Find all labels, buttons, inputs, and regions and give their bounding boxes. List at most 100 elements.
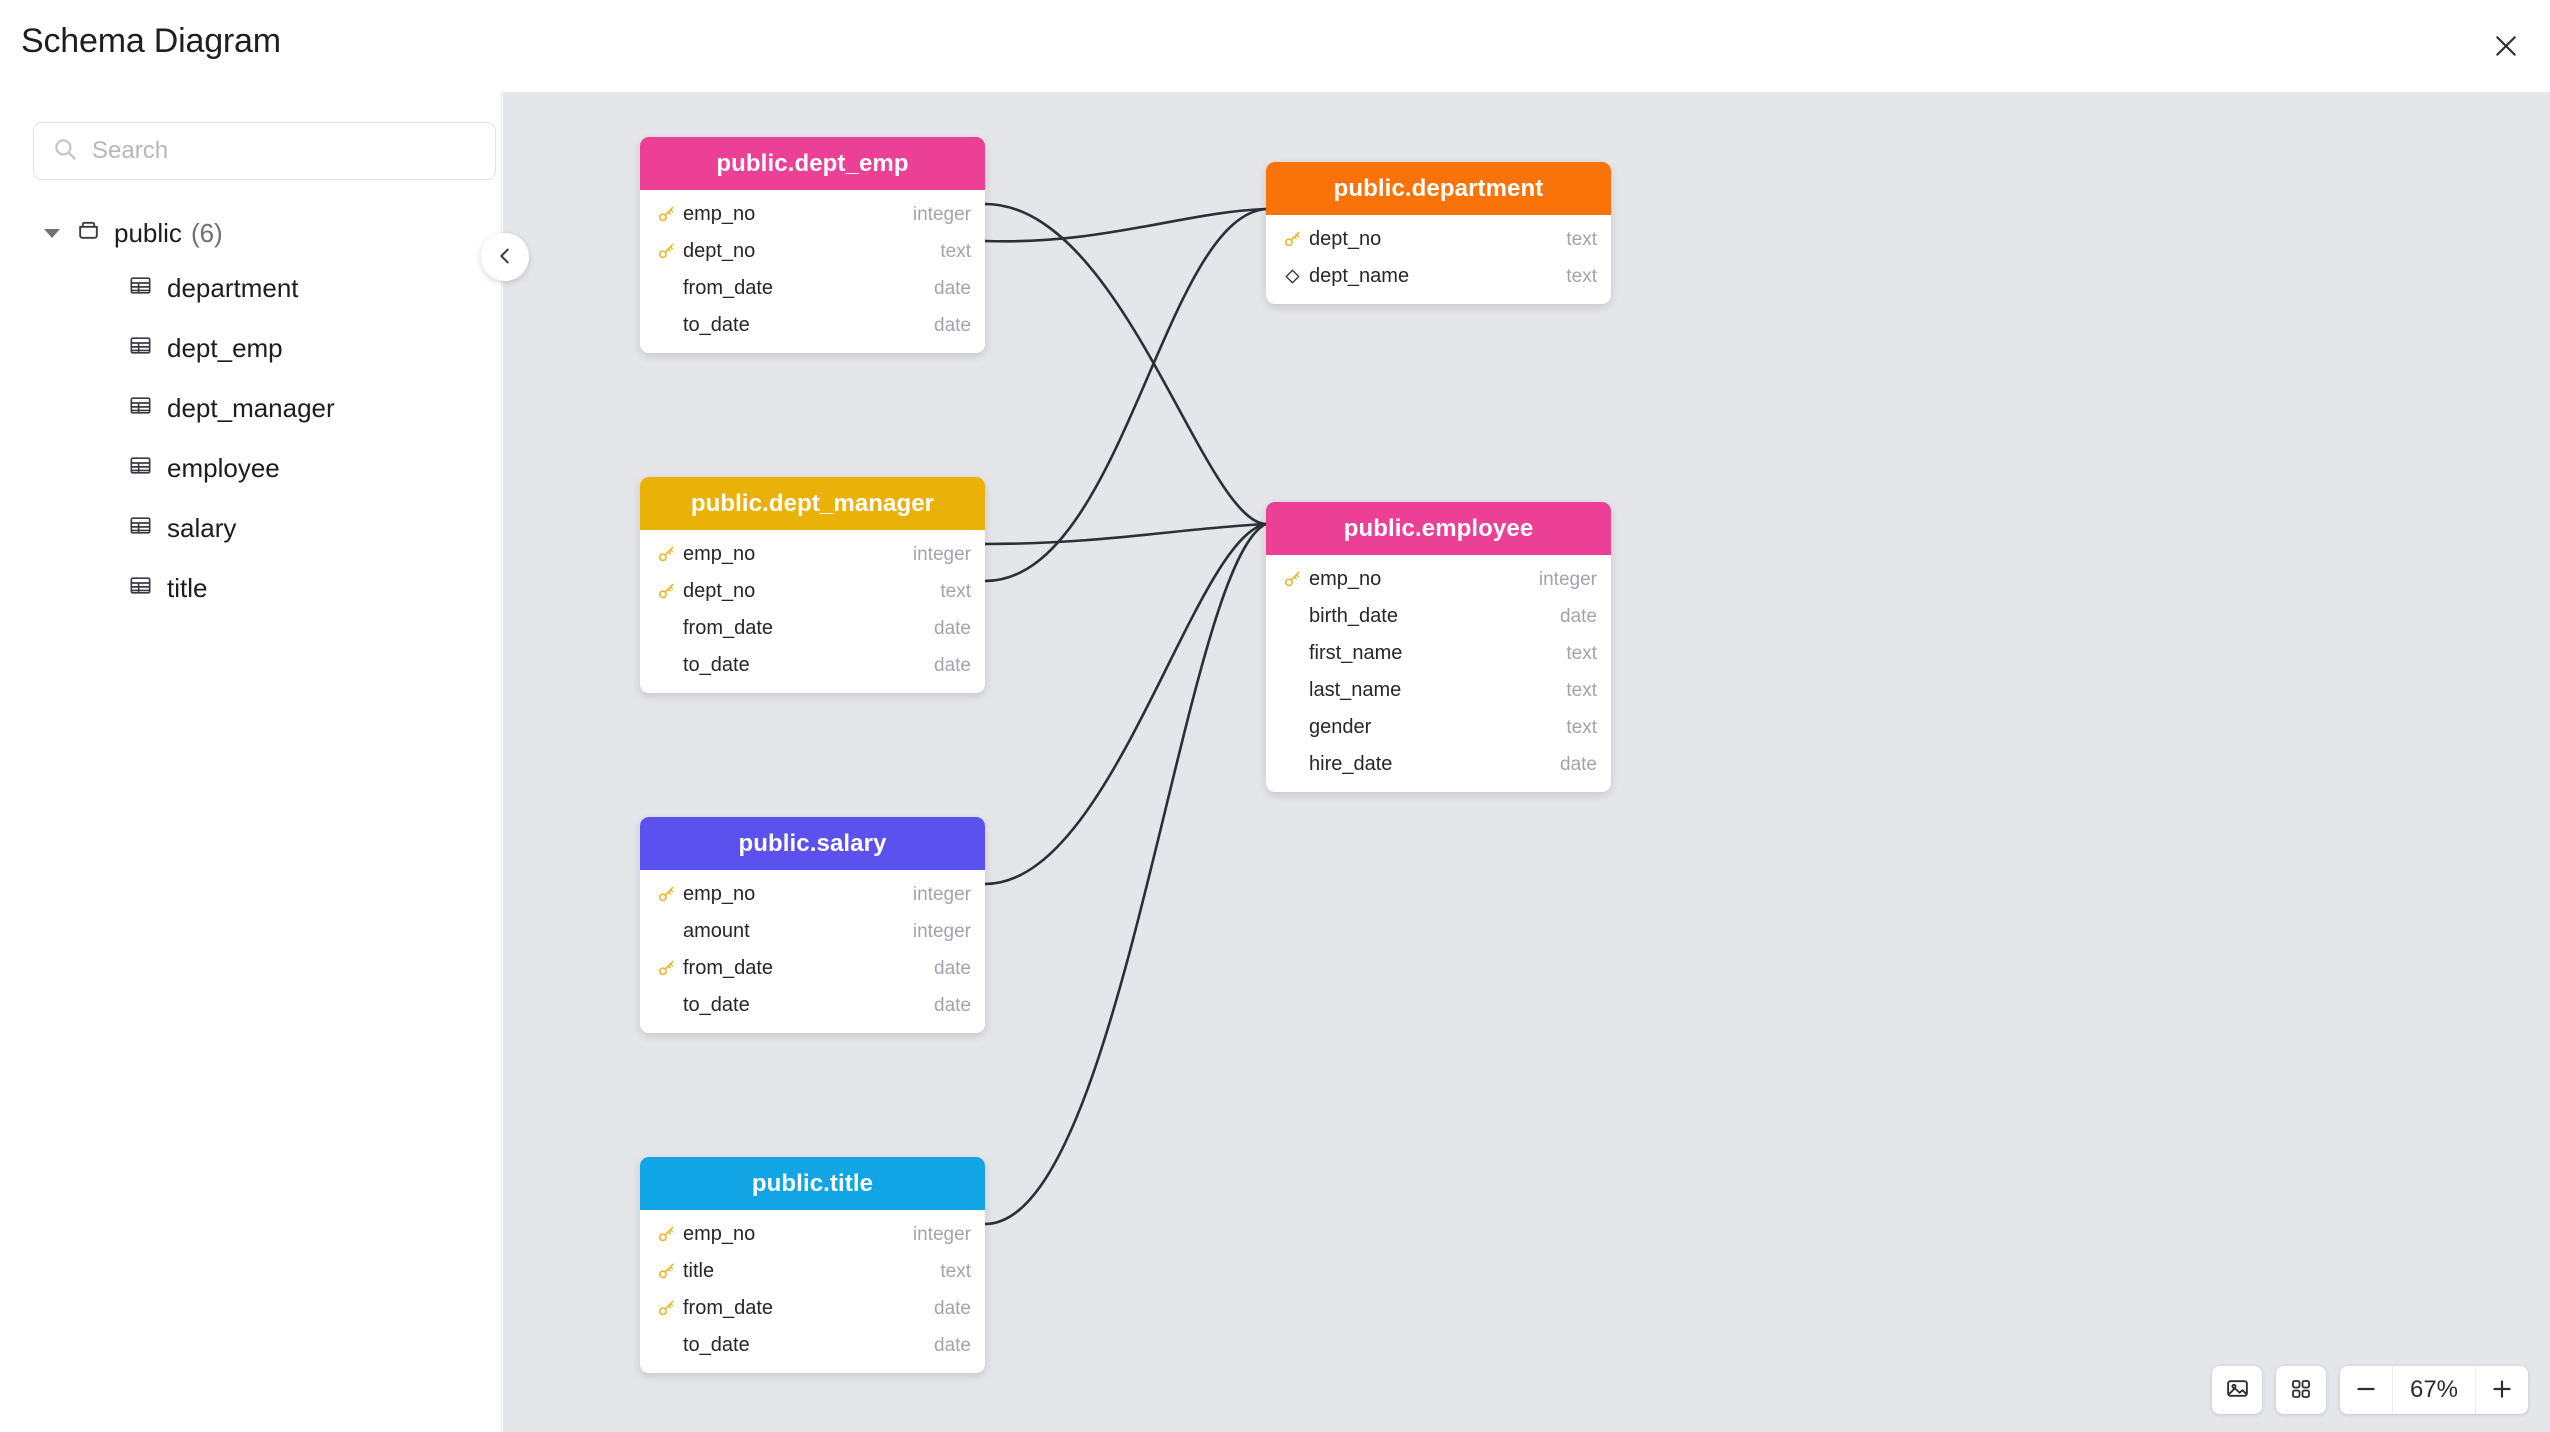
- column-name: emp_no: [1309, 568, 1382, 590]
- export-image-button[interactable]: [2212, 1366, 2262, 1414]
- table-icon: [128, 513, 153, 543]
- column-type: text: [1566, 642, 1597, 664]
- column-name: dept_name: [1309, 265, 1410, 287]
- relationship-edges: [961, 193, 1267, 1235]
- column-name: from_date: [683, 277, 774, 299]
- column-type: text: [1566, 265, 1597, 287]
- search-box[interactable]: [33, 122, 496, 180]
- database-icon: [76, 218, 101, 248]
- column-row[interactable]: first_name text: [1266, 635, 1611, 672]
- image-icon: [2225, 1376, 2250, 1404]
- primary-key-icon: [1279, 230, 1305, 249]
- tree-schema-count: (6): [190, 217, 223, 248]
- table-node-header[interactable]: public.department: [1266, 162, 1611, 215]
- column-name: dept_no: [683, 240, 756, 262]
- column-name: emp_no: [683, 883, 756, 905]
- sidebar-item-dept_emp[interactable]: dept_emp: [0, 318, 502, 378]
- column-row[interactable]: hire_date date: [1266, 746, 1611, 783]
- sidebar-item-department[interactable]: department: [0, 258, 502, 318]
- chevron-down-icon[interactable]: [44, 228, 60, 238]
- primary-key-icon: [653, 959, 679, 978]
- column-name: from_date: [683, 957, 774, 979]
- column-row[interactable]: from_date date: [640, 1290, 985, 1327]
- table-node-header[interactable]: public.dept_emp: [640, 137, 985, 190]
- column-type: date: [934, 654, 971, 676]
- column-row[interactable]: dept_name text: [1266, 258, 1611, 295]
- column-type: date: [934, 1334, 971, 1356]
- sidebar-item-label: department: [167, 272, 299, 303]
- primary-key-icon: [653, 242, 679, 261]
- sidebar-item-label: employee: [167, 452, 280, 483]
- page-header: Schema Diagram: [0, 0, 2550, 92]
- column-name: from_date: [683, 1297, 774, 1319]
- column-type: integer: [1538, 568, 1597, 590]
- sidebar-item-label: title: [167, 572, 208, 603]
- column-name: to_date: [683, 314, 750, 336]
- table-node-header[interactable]: public.employee: [1266, 502, 1611, 555]
- primary-key-icon: [653, 885, 679, 904]
- column-type: integer: [912, 920, 971, 942]
- column-name: dept_no: [683, 580, 756, 602]
- table-node-header[interactable]: public.title: [640, 1157, 985, 1210]
- table-node-header[interactable]: public.salary: [640, 817, 985, 870]
- column-type: date: [934, 1297, 971, 1319]
- zoom-out-button[interactable]: [2340, 1366, 2392, 1414]
- column-type: integer: [912, 543, 971, 565]
- collapse-sidebar-button[interactable]: [481, 233, 529, 281]
- column-type: date: [1560, 753, 1597, 775]
- sidebar-item-dept_manager[interactable]: dept_manager: [0, 378, 502, 438]
- tree-schema-label: public: [114, 217, 182, 248]
- table-icon: [128, 273, 153, 303]
- column-name: hire_date: [1309, 753, 1393, 775]
- tree-schema-public[interactable]: public (6): [0, 208, 502, 258]
- primary-key-icon: [653, 545, 679, 564]
- column-name: first_name: [1309, 642, 1403, 664]
- sidebar-item-employee[interactable]: employee: [0, 438, 502, 498]
- table-node-header[interactable]: public.dept_manager: [640, 477, 985, 530]
- column-name: birth_date: [1309, 605, 1398, 627]
- zoom-in-button[interactable]: [2476, 1366, 2528, 1414]
- close-button[interactable]: [2480, 20, 2532, 72]
- sidebar-item-salary[interactable]: salary: [0, 498, 502, 558]
- column-row[interactable]: emp_no integer: [1266, 561, 1611, 598]
- search-input[interactable]: [92, 137, 477, 165]
- sidebar-item-title[interactable]: title: [0, 558, 502, 618]
- primary-key-icon: [653, 205, 679, 224]
- primary-key-icon: [653, 582, 679, 601]
- fit-view-button[interactable]: [2276, 1366, 2326, 1414]
- zoom-controls: 67%: [2340, 1366, 2528, 1414]
- zoom-level-label[interactable]: 67%: [2392, 1366, 2476, 1414]
